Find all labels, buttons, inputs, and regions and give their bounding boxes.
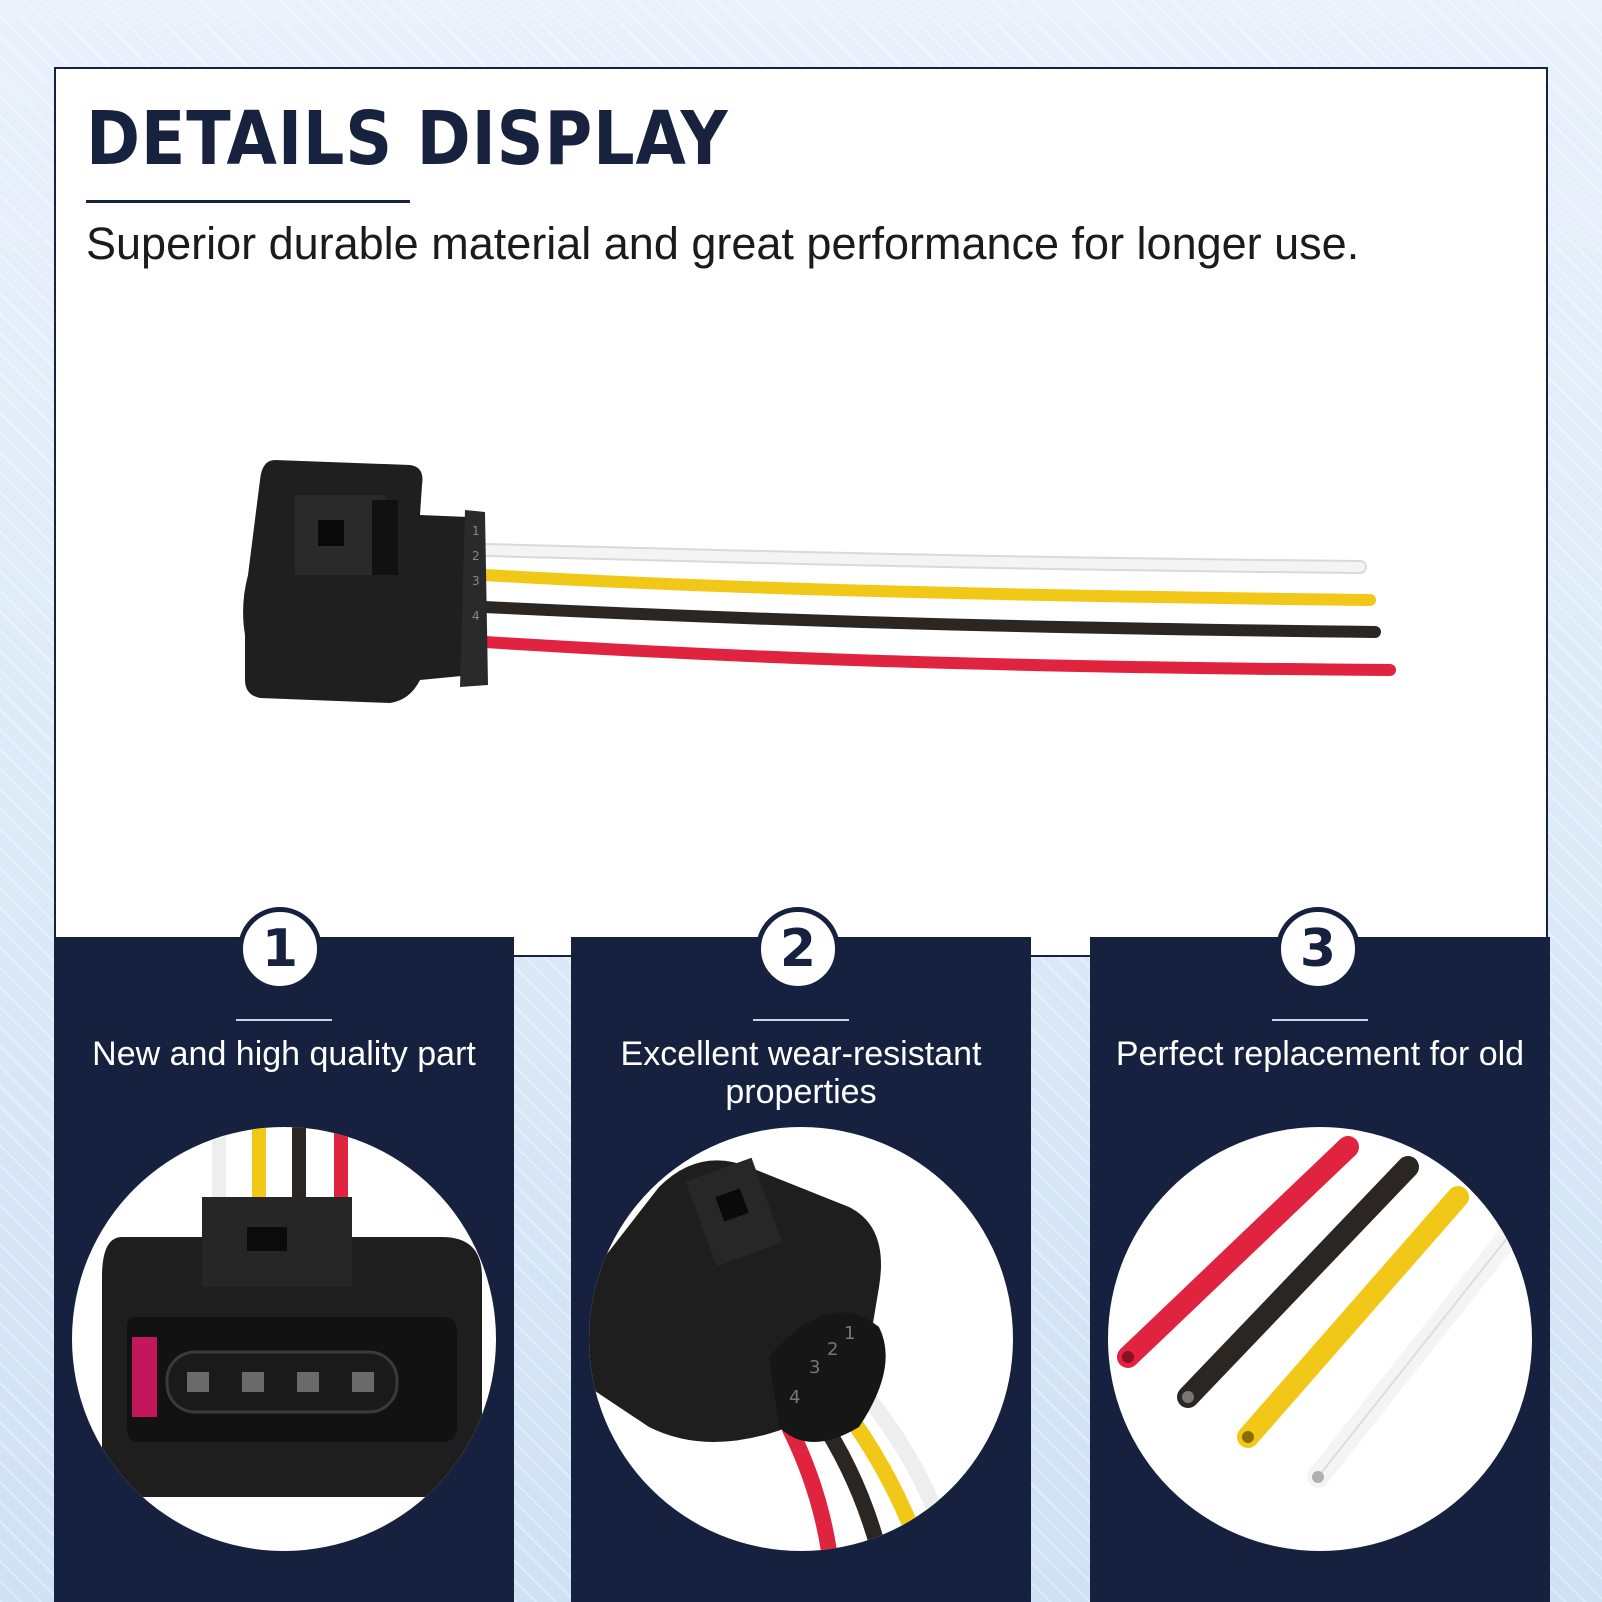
svg-text:2: 2: [827, 1339, 838, 1360]
svg-text:3: 3: [809, 1357, 820, 1378]
page-title: DETAILS DISPLAY: [86, 96, 729, 182]
svg-text:4: 4: [789, 1387, 800, 1408]
feature-card-1: New and high quality part: [54, 937, 514, 1602]
step-number-badge: 3: [1276, 907, 1360, 991]
card-divider: [236, 1019, 332, 1021]
feature-image-circle: [72, 1127, 496, 1551]
feature-card-3: Perfect replacement for old: [1090, 937, 1550, 1602]
black-wire: [479, 601, 1381, 638]
red-wire: [479, 636, 1396, 676]
title-underline: [86, 200, 410, 203]
pin-number: 2: [472, 549, 480, 563]
pin-number: 1: [472, 524, 480, 538]
feature-label: Excellent wear-resistant properties: [620, 1035, 982, 1111]
page-subtitle: Superior durable material and great perf…: [86, 218, 1360, 269]
feature-label: Perfect replacement for old: [1115, 1035, 1525, 1073]
feature-card-2: Excellent wear-resistant properties 1 2 …: [571, 937, 1031, 1602]
pin-number: 4: [472, 609, 480, 623]
feature-image-circle: 1 2 3 4: [589, 1127, 1013, 1551]
connector-product-image: 1 2 3 4: [243, 460, 1396, 703]
step-number-badge: 2: [756, 907, 840, 991]
connector-side-view-image: 1 2 3 4: [589, 1157, 957, 1551]
card-divider: [753, 1019, 849, 1021]
svg-text:1: 1: [844, 1323, 855, 1344]
pin-number: 3: [472, 574, 480, 588]
connector-front-view-image: [102, 1127, 482, 1497]
card-divider: [1272, 1019, 1368, 1021]
feature-label: New and high quality part: [92, 1035, 476, 1073]
feature-image-circle: [1108, 1127, 1532, 1551]
wire-ends-closeup-image: [1117, 1136, 1519, 1488]
yellow-wire: [479, 569, 1376, 606]
step-number-badge: 1: [238, 907, 322, 991]
